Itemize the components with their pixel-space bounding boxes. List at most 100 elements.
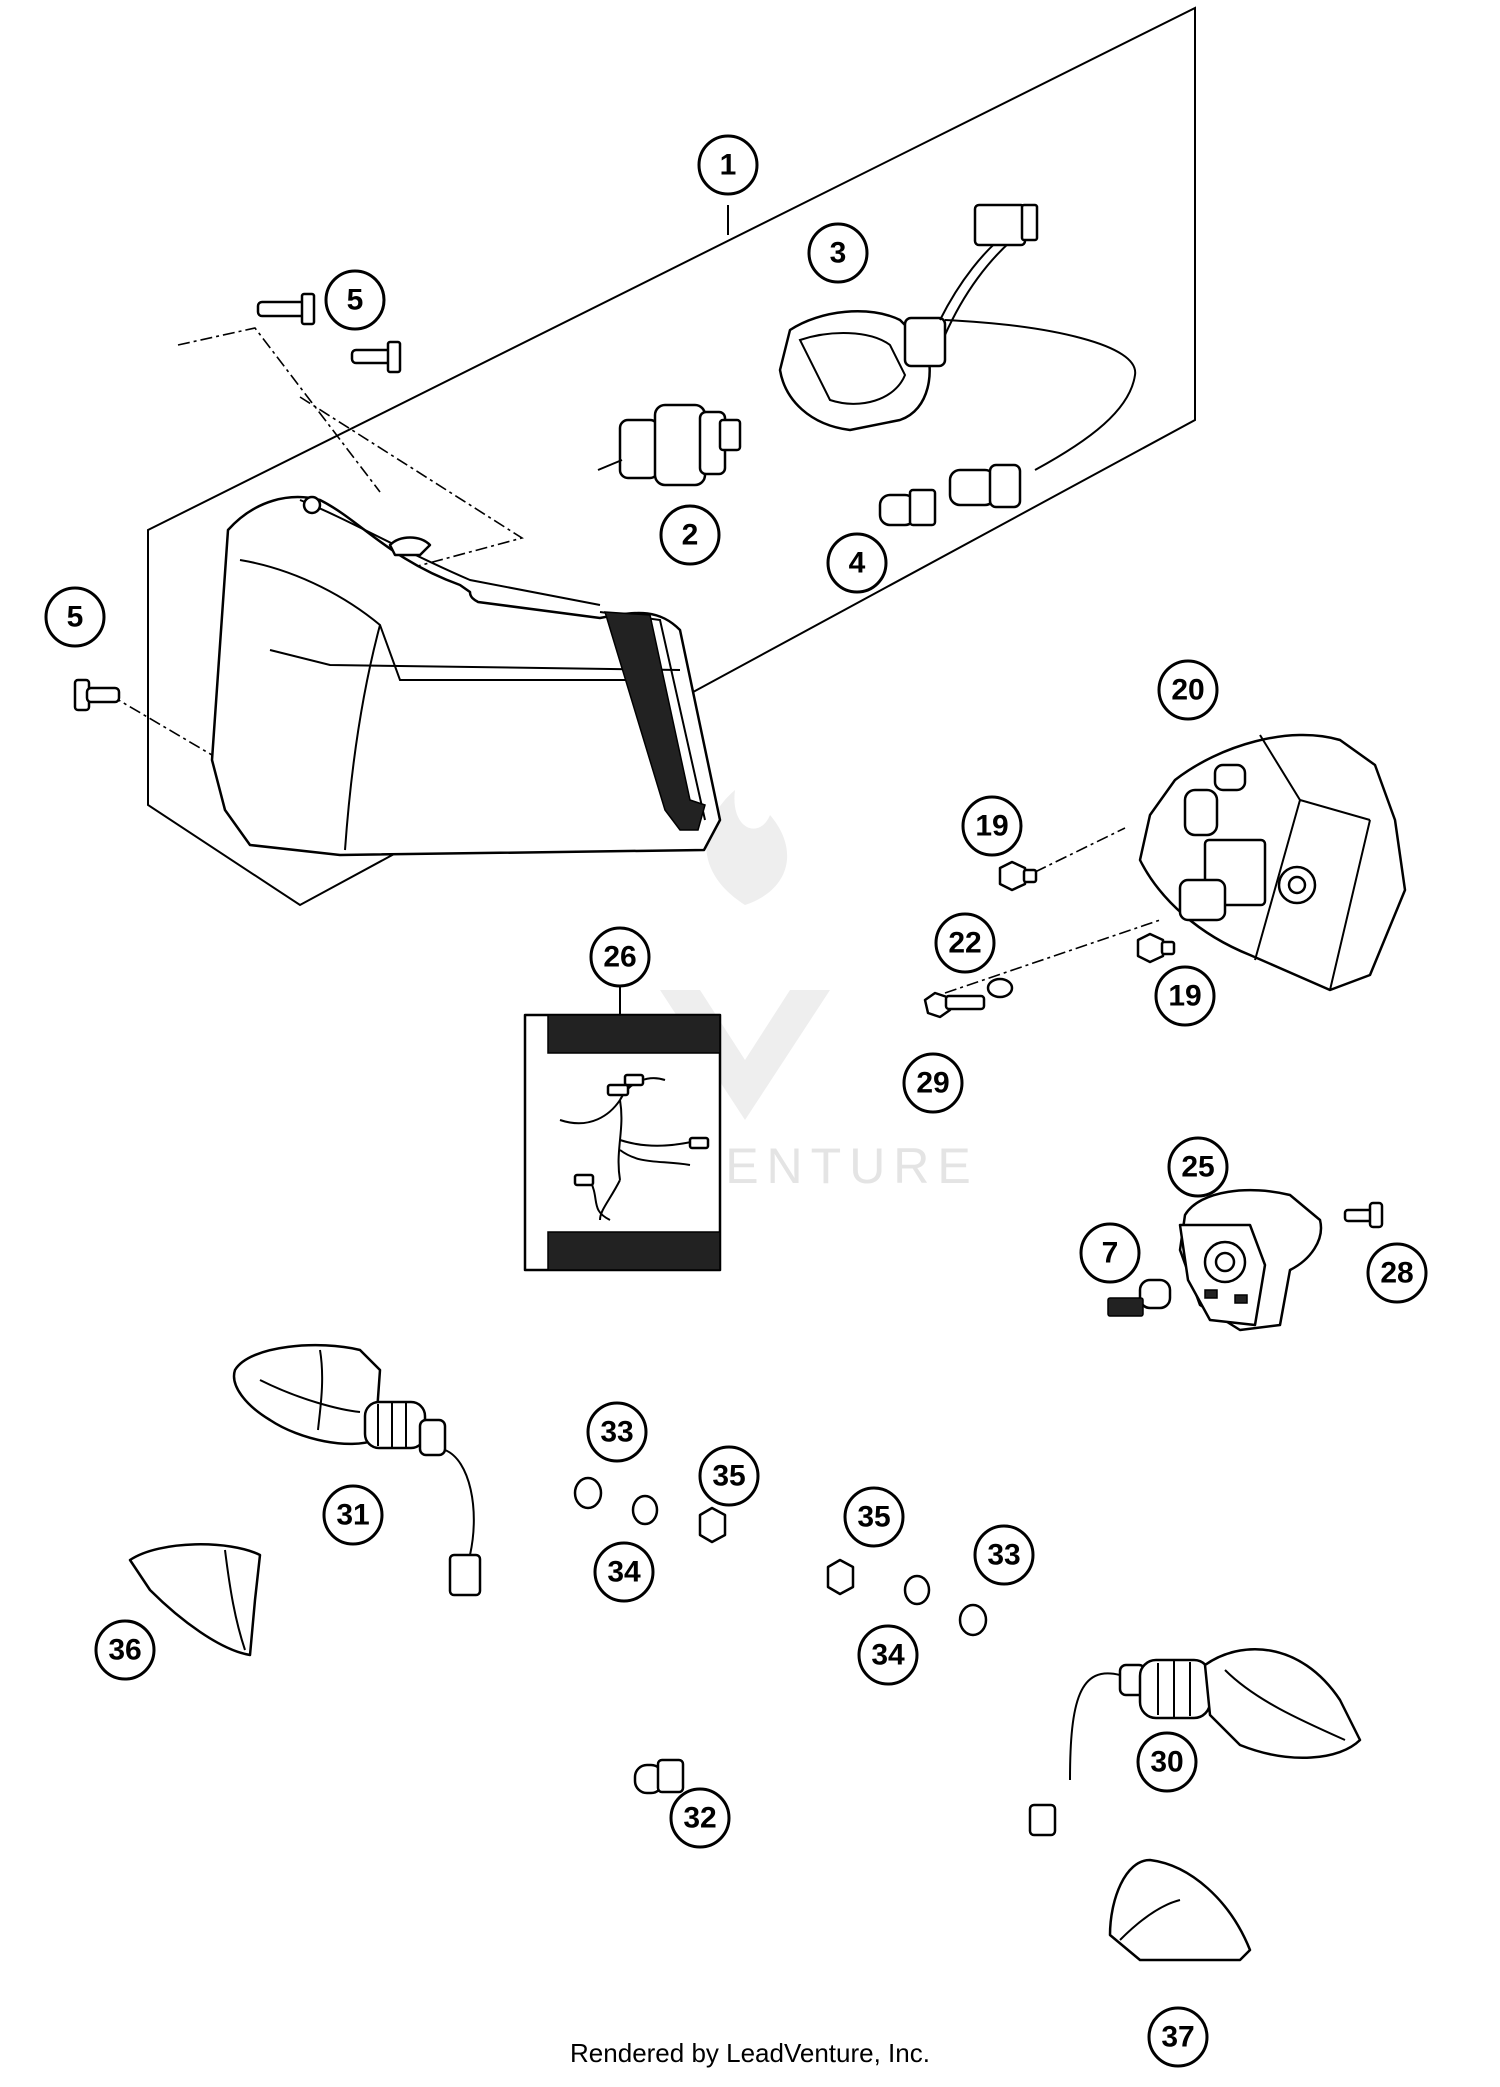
callout-circle: [1157, 659, 1219, 721]
washer: [986, 977, 1014, 999]
callout-turn-signal-right: 30: [1136, 1731, 1198, 1793]
dash-tail-lower: [944, 919, 1161, 994]
tail-light-bolt: [923, 991, 986, 1019]
nut-left: [698, 1506, 727, 1544]
callout-circle: [322, 1484, 384, 1546]
lock-washer-right: [903, 1574, 931, 1606]
callout-tail-light-bolt: 29: [902, 1052, 964, 1114]
turn-signal-lens-left: [128, 1543, 262, 1657]
callout-label: 35: [712, 1460, 745, 1493]
callout-label: 7: [1102, 1237, 1119, 1270]
washer-right: [958, 1603, 988, 1637]
lock-washer-left: [631, 1494, 659, 1526]
callout-circle: [324, 269, 386, 331]
license-plate-light: [1178, 1189, 1323, 1332]
headlight-housing: [210, 495, 722, 857]
callout-headlight-bolt-left: 5: [44, 586, 106, 648]
callout-circle: [697, 134, 759, 196]
headlight-bolt-left: [73, 678, 121, 712]
callout-bulb-socket-harness: 3: [807, 222, 869, 284]
callout-label: 26: [603, 941, 636, 974]
callout-circle: [659, 504, 721, 566]
callout-label: 29: [916, 1067, 949, 1100]
callout-circle: [1136, 1731, 1198, 1793]
callout-headlight-assembly: 1: [697, 134, 759, 196]
callout-label: 2: [682, 519, 699, 552]
callout-circle: [961, 795, 1023, 857]
headlight-bolt-upper: [256, 292, 402, 374]
turn-signal-right: [1028, 1648, 1362, 1837]
callout-label: 37: [1161, 2021, 1194, 2054]
callout-license-plate-light: 25: [1167, 1136, 1229, 1198]
callout-tail-light: 20: [1157, 659, 1219, 721]
dash-tail-upper: [1034, 827, 1126, 873]
callout-label: 3: [830, 237, 847, 270]
bulb-socket-harness: [778, 203, 1137, 471]
callout-washer-right: 33: [973, 1524, 1035, 1586]
callout-circle: [94, 1619, 156, 1681]
callout-circle: [973, 1524, 1035, 1586]
dash-bolt-upper: [177, 327, 381, 493]
callout-turn-signal-lens-left: 36: [94, 1619, 156, 1681]
callout-circle: [593, 1541, 655, 1603]
callout-circle: [902, 1052, 964, 1114]
callout-circle: [843, 1486, 905, 1548]
callout-label: 19: [975, 810, 1008, 843]
callout-tail-light-nut-upper: 19: [961, 795, 1023, 857]
callout-label: 5: [347, 284, 364, 317]
callout-label: 22: [948, 927, 981, 960]
callout-label: 4: [849, 547, 866, 580]
callout-label: 33: [987, 1539, 1020, 1572]
callouts: 1234557191920222526282930313233333434353…: [44, 134, 1428, 2068]
callout-label: 5: [67, 601, 84, 634]
callout-headlight-bolt-upper: 5: [324, 269, 386, 331]
callout-circle: [44, 586, 106, 648]
callout-headlight-bulb: 2: [659, 504, 721, 566]
callout-label: 31: [336, 1499, 369, 1532]
callout-label: 35: [857, 1501, 890, 1534]
callout-lock-washer-left: 34: [593, 1541, 655, 1603]
turn-signal-bulb: [633, 1758, 685, 1795]
tail-light: [1138, 733, 1407, 992]
footer-credit: Rendered by LeadVenture, Inc.: [570, 2038, 930, 2068]
callout-label: 32: [683, 1802, 716, 1835]
callout-label: 30: [1150, 1746, 1183, 1779]
washer-left: [573, 1476, 603, 1510]
callout-license-plate-bulb: 7: [1079, 1222, 1141, 1284]
callout-nut-right: 35: [843, 1486, 905, 1548]
callout-label: 1: [720, 149, 737, 182]
callout-label: 28: [1380, 1257, 1413, 1290]
callout-label: 34: [607, 1556, 641, 1589]
callout-washer: 22: [934, 912, 996, 974]
callout-circle: [589, 926, 651, 988]
callout-circle: [1154, 965, 1216, 1027]
callout-washer-left: 33: [586, 1401, 648, 1463]
callout-circle: [857, 1624, 919, 1686]
callout-circle: [586, 1401, 648, 1463]
callout-label: 36: [108, 1634, 141, 1667]
callout-wiring-harness-kit: 26: [589, 926, 651, 988]
turn-signal-lens-right: [1108, 1858, 1252, 1962]
callout-label: 19: [1168, 980, 1201, 1013]
callout-tail-light-nut-lower: 19: [1154, 965, 1216, 1027]
callout-license-light-screw: 28: [1366, 1242, 1428, 1304]
wiring-harness-kit: [523, 980, 722, 1272]
callout-circle: [807, 222, 869, 284]
tail-light-nut-upper: [998, 860, 1038, 892]
callout-circle: [1366, 1242, 1428, 1304]
callout-lock-washer-right: 34: [857, 1624, 919, 1686]
callout-label: 25: [1181, 1151, 1214, 1184]
license-light-screw: [1343, 1201, 1384, 1229]
callout-circle: [934, 912, 996, 974]
tail-light-nut-lower: [1136, 932, 1176, 964]
callout-circle: [698, 1445, 760, 1507]
callout-turn-signal-bulb: 32: [669, 1787, 731, 1849]
callout-label: 20: [1171, 674, 1204, 707]
parking-bulb: [878, 463, 1022, 527]
callout-turn-signal-left: 31: [322, 1484, 384, 1546]
headlight-bulb: [597, 403, 742, 487]
callout-parking-bulb: 4: [826, 532, 888, 594]
callout-circle: [669, 1787, 731, 1849]
assembly-frame: [147, 6, 1196, 907]
